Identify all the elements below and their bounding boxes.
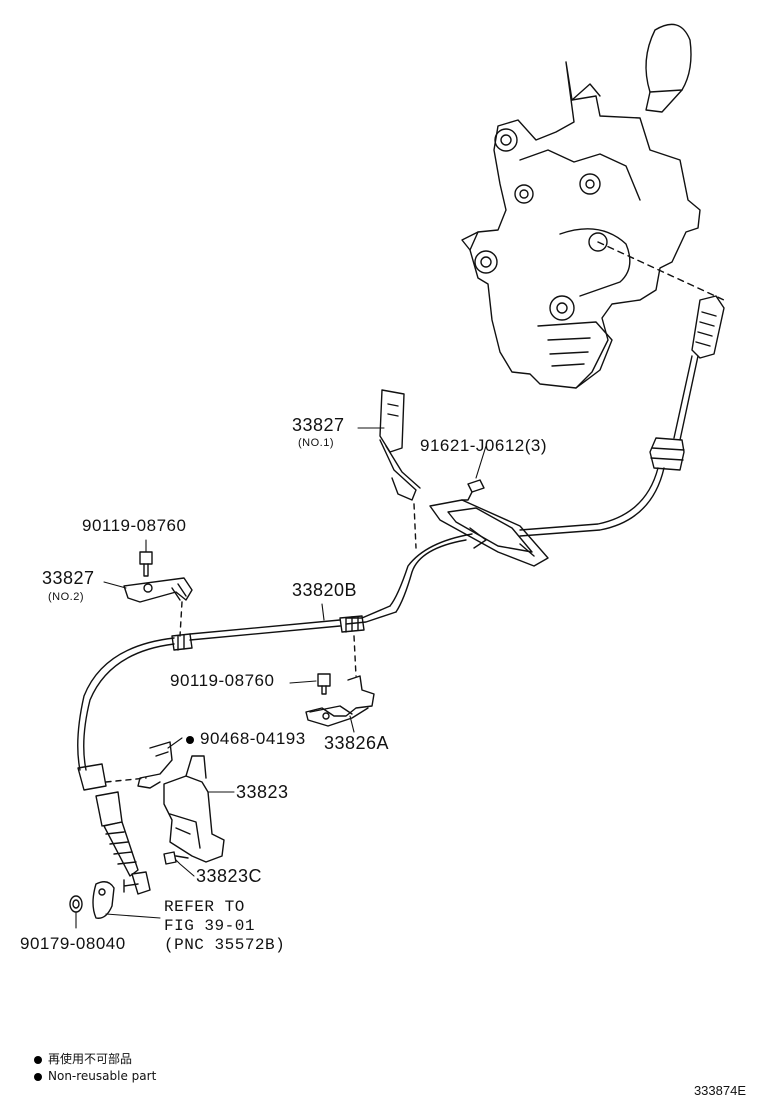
figure-id: 333874E	[693, 1083, 746, 1098]
legend-en: Non-reusable part	[48, 1069, 157, 1083]
clip-33827-no2	[123, 577, 193, 603]
cable-boot-lower	[77, 763, 151, 895]
refer-line-1: REFER TO	[164, 898, 245, 916]
callout-33827-no2: 33827	[42, 568, 95, 588]
callout-90468-text: 90468-04193	[200, 729, 306, 748]
cable-sleeve-33820b	[171, 615, 365, 651]
bracket-33826a	[305, 675, 375, 727]
cable-boot-upper	[649, 437, 685, 471]
legend-dot-icon	[34, 1072, 42, 1081]
clip-90468	[137, 741, 173, 789]
callout-33827-no1: 33827	[292, 415, 345, 435]
refer-line-3: (PNC 35572B)	[164, 936, 286, 954]
bolt-33823c	[163, 851, 189, 865]
leader-lines	[75, 427, 487, 929]
legend-line-2: Non-reusable part	[34, 1069, 156, 1083]
legend-line-1: 再使用不可部品	[34, 1050, 132, 1067]
callout-90119-mid: 90119-08760	[170, 671, 275, 690]
callout-33820b: 33820B	[292, 580, 358, 600]
non-reusable-dot-icon	[186, 735, 194, 744]
cable-end-lever	[691, 295, 725, 359]
callout-90119-top: 90119-08760	[82, 516, 187, 535]
bolt-90119-mid	[317, 673, 331, 695]
shift-cable-upper	[673, 355, 699, 441]
shift-cable-middle	[389, 533, 473, 613]
cable-end-fitting	[92, 881, 115, 919]
screw-91621	[461, 479, 485, 501]
callout-33827-no1-sub: (NO.1)	[298, 437, 334, 449]
callout-90468: 90468-04193	[186, 729, 306, 749]
shift-cable-lower	[77, 637, 175, 771]
shift-cable-curve	[519, 467, 665, 537]
legend-dot-icon	[34, 1055, 42, 1064]
callout-90179: 90179-08040	[20, 934, 126, 953]
grommet-plate	[429, 499, 549, 567]
bracket-33823	[163, 755, 225, 863]
callout-91621: 91621-J0612(3)	[420, 436, 548, 455]
nut-90179	[69, 895, 83, 913]
legend-jp: 再使用不可部品	[48, 1052, 133, 1066]
callout-33827-no2-sub: (NO.2)	[48, 591, 84, 603]
callout-33823: 33823	[236, 782, 289, 802]
callout-33826a: 33826A	[324, 733, 390, 753]
clip-33827-no1	[379, 389, 421, 501]
bolt-90119-top	[139, 551, 153, 577]
shift-lever-assembly	[461, 23, 701, 389]
refer-line-2: FIG 39-01	[164, 917, 255, 935]
callout-33823c: 33823C	[196, 866, 263, 886]
